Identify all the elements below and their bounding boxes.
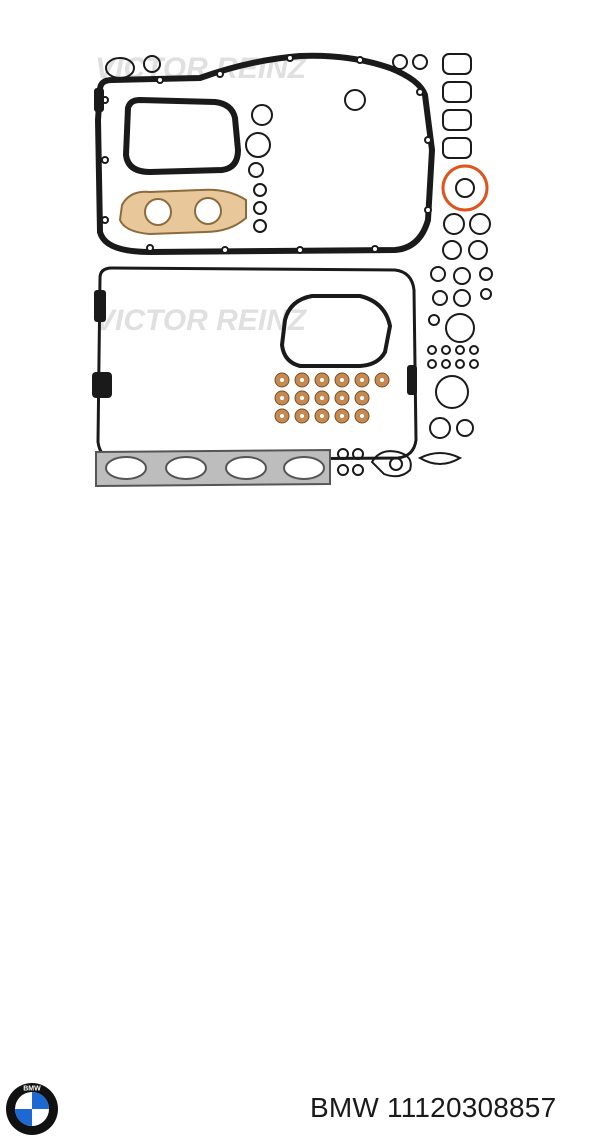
exhaust-flange-gasket	[118, 188, 247, 236]
part-label: BMW 11120308857	[310, 1092, 556, 1124]
caption-bar: BMW BMW 11120308857	[0, 538, 600, 1135]
tab-seal	[94, 88, 104, 112]
copper-washers	[274, 372, 390, 424]
bottom-small-seals	[337, 448, 463, 478]
top-rings	[105, 54, 428, 79]
part-number: 11120308857	[387, 1092, 557, 1123]
right-upper-rings	[245, 89, 366, 233]
bmw-roundel-icon: BMW	[6, 1083, 58, 1135]
right-column-seals	[427, 53, 493, 439]
part-brand: BMW	[310, 1092, 380, 1123]
valve-cover-gasket	[94, 52, 436, 256]
watermark-middle: VICTOR REINZ	[95, 304, 308, 337]
exhaust-manifold-gasket	[95, 448, 331, 488]
product-photo: VICTOR REINZ VICTOR REINZ	[92, 52, 493, 488]
inner-gasket	[122, 96, 242, 176]
timing-cover-gasket	[279, 294, 393, 368]
logo-text: BMW	[23, 1086, 41, 1093]
orange-o-ring	[441, 164, 489, 212]
